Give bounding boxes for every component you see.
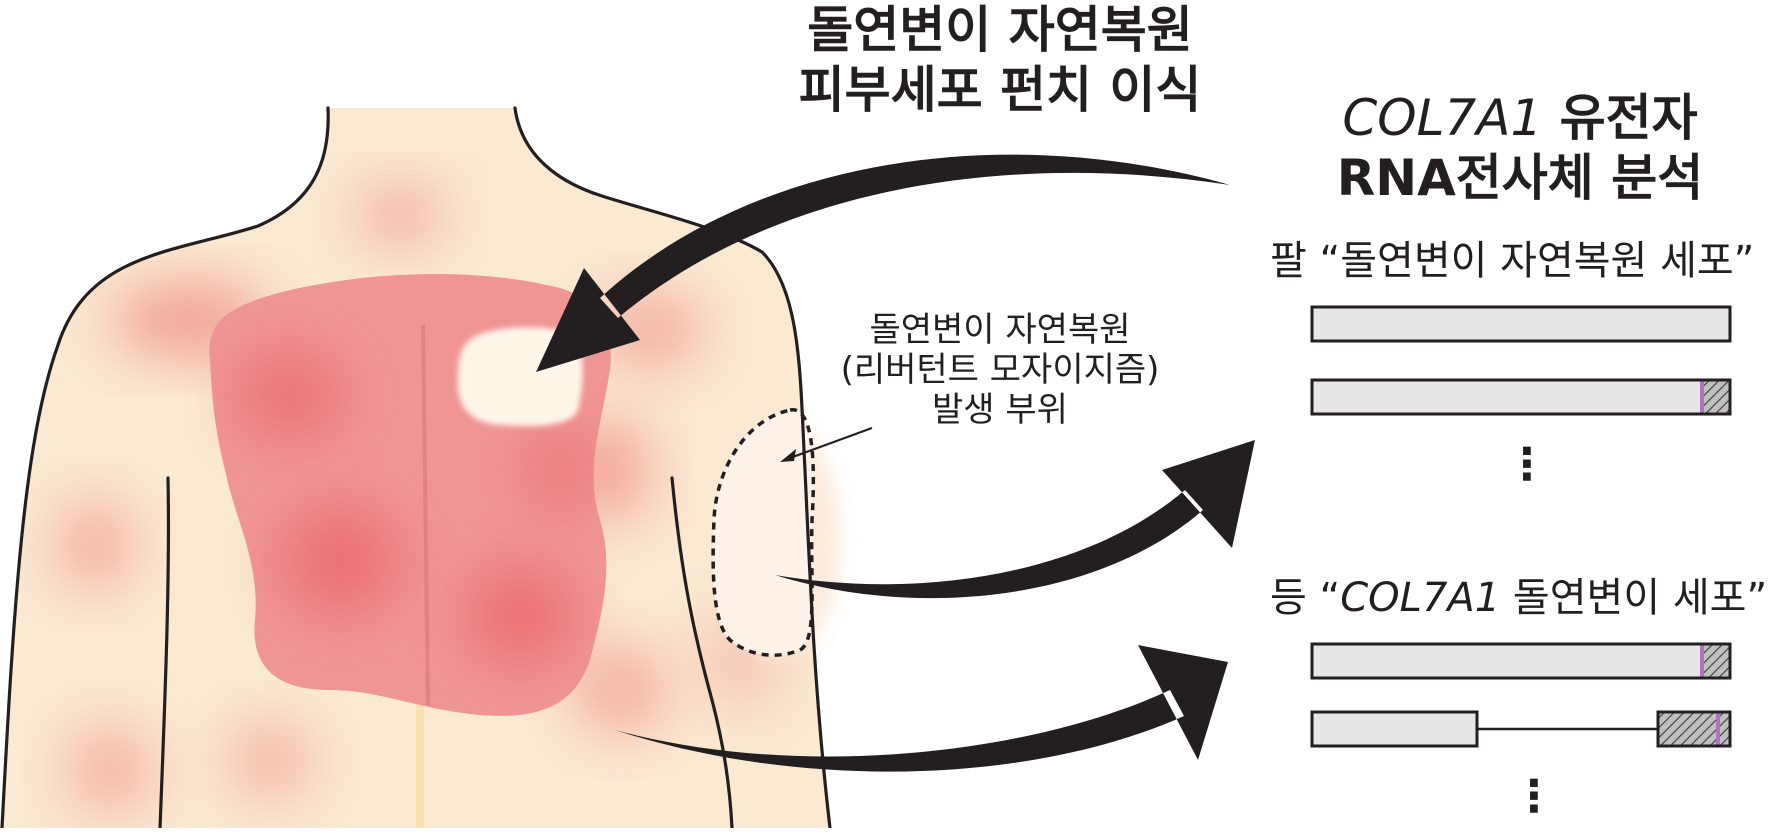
reversion-area xyxy=(711,408,816,657)
body-outline xyxy=(0,106,832,830)
back-cells-suffix: 돌연변이 세포” xyxy=(1500,575,1768,621)
graft-heading-line2: 피부세포 펀치 이식 xyxy=(798,61,1202,119)
midline xyxy=(421,324,430,706)
back-cells-prefix: 등 “ xyxy=(1270,575,1341,621)
arrow-arm-cells xyxy=(775,440,1255,599)
back-cells-gene: COL7A1 xyxy=(1340,575,1501,621)
reversion-site-label: 돌연변이 자연복원 (리버턴트 모자이지즘) 발생 부위 xyxy=(820,310,1180,430)
arm-cells-text: “돌연변이 자연복원 세포” xyxy=(1319,238,1755,284)
transcript-bar-arm-1 xyxy=(1310,305,1732,343)
arrow-back-cells xyxy=(615,645,1228,772)
reversion-site-line1: 돌연변이 자연복원 xyxy=(869,310,1131,350)
analysis-heading: COL7A1 유전자 RNA전사체 분석 xyxy=(1320,88,1720,208)
reversion-site-line3: 발생 부위 xyxy=(932,390,1068,430)
analysis-heading-line2: RNA전사체 분석 xyxy=(1336,149,1704,207)
graft-heading: 돌연변이 자연복원 피부세포 펀치 이식 xyxy=(790,0,1210,120)
graft-heading-line1: 돌연변이 자연복원 xyxy=(807,1,1193,59)
ellipsis-back: ⋮ xyxy=(1512,771,1556,822)
reversion-site-line2: (리버턴트 모자이지즘) xyxy=(840,350,1160,390)
wound-inflammation xyxy=(235,350,600,665)
transcript-bars xyxy=(1310,305,1732,748)
transcript-bar-arm-2 xyxy=(1310,378,1732,416)
gene-name: COL7A1 xyxy=(1342,89,1543,147)
transcript-bar-back-2a xyxy=(1310,710,1479,748)
ellipsis-arm: ⋮ xyxy=(1505,439,1549,490)
arrow-graft xyxy=(536,154,1230,372)
pointer-arrowhead xyxy=(780,449,796,462)
arm-cells-prefix: 팔 xyxy=(1270,238,1320,284)
back-cells-label: 등 “COL7A1 돌연변이 세포” xyxy=(1270,565,1767,623)
arm-cells-label: 팔 “돌연변이 자연복원 세포” xyxy=(1270,228,1754,286)
transcript-bar-back-1 xyxy=(1310,642,1732,680)
gene-suffix: 유전자 xyxy=(1542,89,1698,147)
